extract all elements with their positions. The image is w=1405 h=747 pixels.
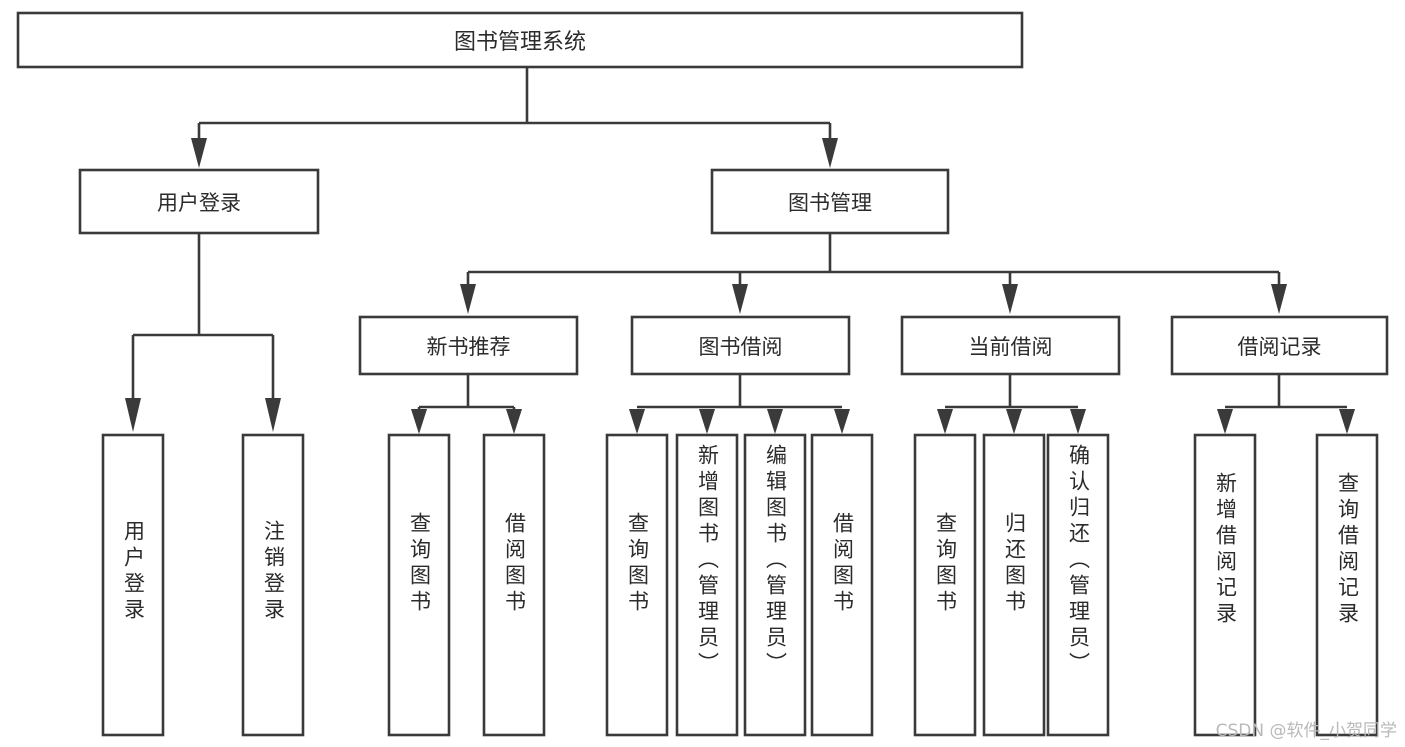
arrow-head-borrow-record-1 (1217, 409, 1233, 434)
leaf-box-user-login-1[interactable] (241, 433, 305, 737)
arrow-head-level2-1 (191, 138, 207, 168)
arrow-head-current-borrow-1 (937, 409, 953, 434)
leaf-box-borrow-record-1[interactable] (1315, 433, 1379, 737)
arrow-head-current-borrow-2 (1006, 409, 1022, 434)
leaf-box-book-borrow-1[interactable] (675, 433, 739, 737)
node-book-manage-box[interactable] (710, 168, 950, 235)
leaf-box-current-borrow-2[interactable] (1046, 433, 1110, 737)
node-new-book-box[interactable] (358, 315, 579, 376)
arrow-head-new-book-1 (411, 409, 427, 434)
leaf-box-new-book-0[interactable] (387, 433, 451, 737)
leaf-box-book-borrow-2[interactable] (743, 433, 807, 737)
arrow-head-level3-3 (1002, 284, 1018, 314)
arrow-head-current-borrow-3 (1070, 409, 1086, 434)
node-user-login-box[interactable] (78, 168, 320, 235)
arrow-head-level3-2 (732, 284, 748, 314)
node-borrow-record-box[interactable] (1170, 315, 1389, 376)
arrow-head-user-login-1 (125, 398, 141, 432)
node-current-borrow-box[interactable] (900, 315, 1121, 376)
arrow-head-new-book-2 (506, 409, 522, 434)
leaf-box-book-borrow-0[interactable] (605, 433, 669, 737)
arrow-head-book-borrow-2 (699, 409, 715, 434)
node-root-box[interactable] (16, 11, 1024, 69)
leaf-box-book-borrow-3[interactable] (810, 433, 874, 737)
arrow-head-level3-4 (1271, 284, 1287, 314)
arrow-head-borrow-record-2 (1339, 409, 1355, 434)
arrow-head-book-borrow-1 (629, 409, 645, 434)
arrow-head-book-borrow-3 (767, 409, 783, 434)
arrow-head-book-borrow-4 (834, 409, 850, 434)
leaf-box-new-book-1[interactable] (482, 433, 546, 737)
arrow-head-level3-1 (460, 284, 476, 314)
leaf-box-borrow-record-0[interactable] (1193, 433, 1257, 737)
leaf-box-user-login-0[interactable] (101, 433, 165, 737)
node-book-borrow-box[interactable] (630, 315, 851, 376)
arrow-head-level2-2 (822, 138, 838, 168)
leaf-box-current-borrow-0[interactable] (913, 433, 977, 737)
arrow-head-user-login-2 (265, 398, 281, 432)
leaf-box-current-borrow-1[interactable] (982, 433, 1046, 737)
